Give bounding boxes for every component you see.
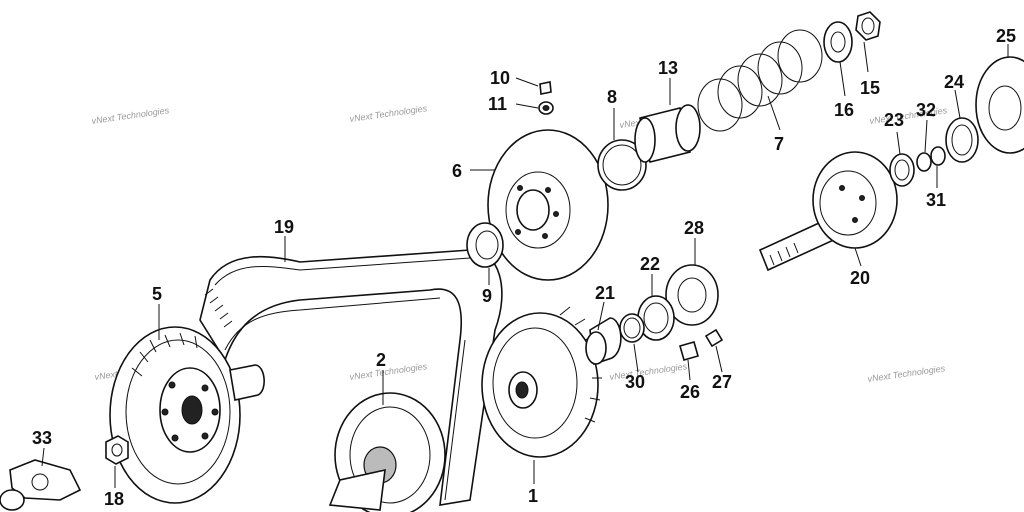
callout-19: 19 [274, 217, 294, 237]
callout-1: 1 [528, 486, 538, 506]
callout-9: 9 [482, 286, 492, 306]
callout-26: 26 [680, 382, 700, 402]
callout-11: 11 [488, 94, 507, 114]
callout-25: 25 [996, 26, 1016, 46]
callout-5: 5 [152, 284, 162, 304]
callout-27: 27 [712, 372, 732, 392]
watermark-4: vNext Technologies [869, 105, 948, 126]
needle-bearing [945, 117, 979, 163]
callout-32: 32 [916, 100, 936, 120]
callout-16: 16 [834, 100, 854, 120]
callout-8: 8 [607, 87, 617, 107]
callout-24: 24 [944, 72, 964, 92]
lock-nut [855, 11, 881, 41]
watermark-6: vNext Technologies [349, 361, 428, 382]
oil-seal [466, 222, 504, 268]
driven-pulley [109, 326, 265, 504]
watermark-7: vNext Technologies [609, 361, 688, 382]
callout-33: 33 [32, 428, 52, 448]
callout-10: 10 [490, 68, 510, 88]
spring-seat-washer [823, 21, 853, 63]
callout-30: 30 [625, 372, 645, 392]
callout-21: 21 [595, 283, 615, 303]
thrust-washers [889, 146, 946, 187]
callout-20: 20 [850, 268, 870, 288]
callout-22: 22 [640, 254, 660, 274]
callout-23: 23 [884, 110, 904, 130]
mounting-bracket [0, 459, 82, 511]
ring-30 [619, 313, 645, 343]
watermark-2: vNext Technologies [349, 103, 428, 124]
fixed-sheave-plate [487, 129, 609, 281]
o-ring [597, 139, 647, 191]
callout-13: 13 [658, 58, 678, 78]
clutch-housing [328, 392, 446, 512]
drive-belt [199, 249, 503, 506]
callout-6: 6 [452, 161, 462, 181]
output-shaft [758, 151, 898, 272]
leader-lines [41, 41, 1009, 488]
watermark-8: vNext Technologies [867, 363, 946, 384]
compression-spring [697, 29, 823, 132]
pin-and-collar [538, 81, 554, 115]
watermark-1: vNext Technologies [91, 105, 170, 126]
callout-31: 31 [926, 190, 946, 210]
sleeve-bushing [634, 104, 701, 163]
bolt-and-plate [679, 328, 724, 361]
callout-18: 18 [104, 489, 124, 509]
callout-2: 2 [376, 350, 386, 370]
drive-pulley [481, 306, 602, 458]
callout-15: 15 [860, 78, 880, 98]
callout-7: 7 [774, 134, 784, 154]
bushing-21 [585, 317, 622, 366]
ball-bearing [665, 264, 719, 326]
one-way-clutch [975, 56, 1024, 154]
callout-labels: 1 2 5 6 7 8 9 10 11 13 15 16 18 19 20 21… [32, 26, 1016, 509]
callout-28: 28 [684, 218, 704, 238]
hex-nut [105, 435, 129, 465]
